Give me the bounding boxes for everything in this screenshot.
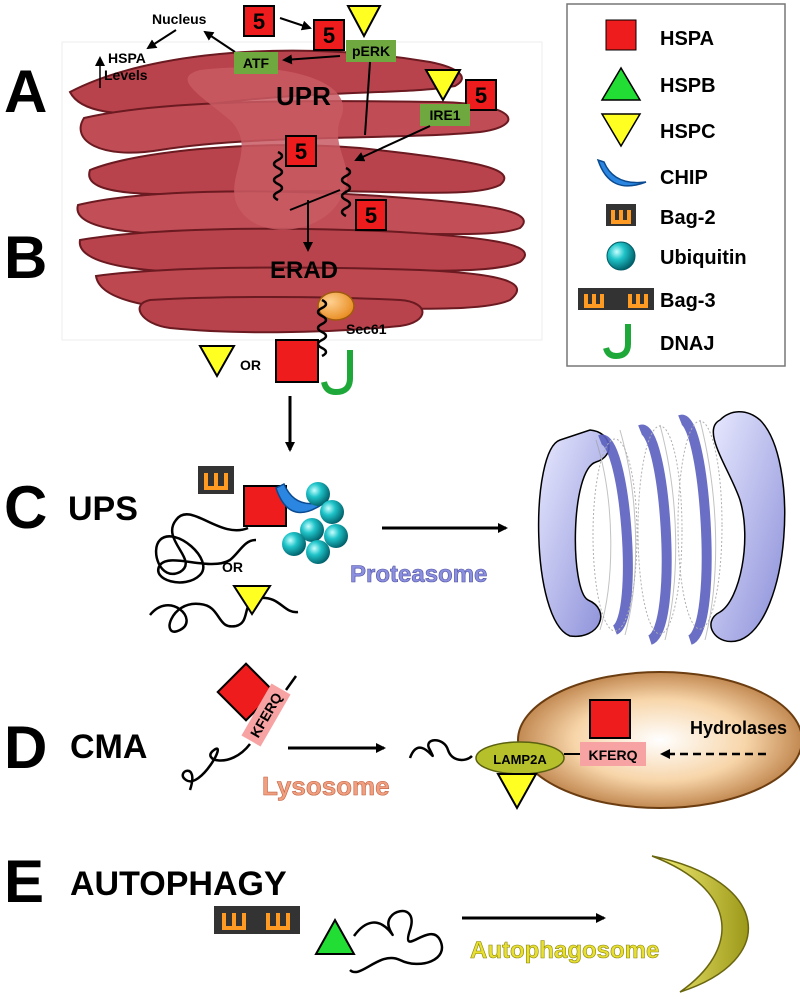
arrow-to-nucleus-2: [203, 30, 236, 53]
arrow-hspa-to-perk: [279, 17, 312, 31]
arrow-perk-to-atf: [282, 54, 341, 65]
legend-label-hspa: HSPA: [660, 28, 714, 50]
ire1-box: [420, 104, 470, 126]
hspa-badge-chain-1: 5: [285, 135, 317, 167]
svg-text:5: 5: [295, 139, 307, 164]
hspc-triangle-ups: [232, 585, 272, 616]
hspa-square-erad: [275, 339, 319, 383]
section-label-a: A: [4, 58, 47, 125]
section-label-d: D: [4, 714, 47, 781]
autophagy-label: AUTOPHAGY: [70, 865, 287, 903]
exported-chain: [316, 298, 328, 358]
erad-label: ERAD: [270, 257, 338, 284]
merge-line: [289, 189, 341, 211]
bag2-on-hspa: [198, 466, 234, 494]
svg-text:5: 5: [253, 9, 265, 34]
lysosome-label: Lysosome: [262, 771, 390, 801]
section-label-e: E: [4, 848, 44, 915]
section-label-b: B: [4, 224, 47, 291]
yellow-triangle-icon: [600, 113, 642, 148]
substrate-chain-ups-2: [149, 596, 299, 633]
hspa-badge-perk: 5: [313, 19, 345, 51]
proteasome-complex: [537, 411, 786, 645]
hspc-triangle-cma: [496, 773, 538, 811]
substrate-chain-ups-1: [154, 513, 257, 584]
nucleus-label: Nucleus: [152, 11, 207, 27]
upr-label: UPR: [276, 81, 331, 111]
ups-label: UPS: [68, 490, 138, 528]
section-label-c: C: [4, 474, 47, 541]
sec61-label: Sec61: [346, 321, 387, 337]
teal-sphere-icon: [606, 241, 636, 271]
green-j-icon: [603, 324, 631, 360]
ire1-label: IRE1: [429, 107, 460, 123]
proteasome-label: Proteasome: [350, 561, 487, 588]
perk-box: [346, 40, 396, 62]
hspa-levels-line2: Levels: [104, 67, 148, 83]
sec61-channel: [317, 291, 355, 321]
legend-label-hspb: HSPB: [660, 75, 716, 97]
legend-label-ubiquitin: Ubiquitin: [660, 247, 747, 269]
svg-text:5: 5: [365, 203, 377, 228]
legend-label-bag2: Bag-2: [660, 207, 716, 229]
bag3-on-substrate: [214, 906, 300, 934]
bag2-icon: [606, 204, 636, 226]
bag3-icon: [578, 288, 654, 310]
unfolded-chain-1: [272, 150, 284, 202]
substrate-chain-cma: [181, 675, 298, 791]
svg-text:5: 5: [475, 83, 487, 108]
atf-label: ATF: [243, 55, 270, 71]
svg-text:5: 5: [323, 23, 335, 48]
autophagosome-membrane: [651, 855, 750, 993]
green-triangle-icon: [600, 66, 642, 101]
unfolded-chain-2: [340, 166, 352, 218]
hspa-badge-ire1: 5: [465, 79, 497, 111]
kferq-box-cma: [241, 683, 291, 747]
hspc-triangle-erad: [198, 345, 236, 379]
hspa-levels-line1: HSPA: [108, 50, 146, 66]
substrate-chain-autophagy: [349, 910, 444, 974]
legend-label-chip: CHIP: [660, 167, 708, 189]
hspa-badge-chain-2: 5: [355, 199, 387, 231]
hydrolases-label: Hydrolases: [690, 718, 787, 738]
perk-line: [364, 61, 371, 136]
blue-crescent-icon: [596, 158, 647, 187]
ups-or-label: OR: [222, 559, 243, 575]
hspc-triangle-ire1: [424, 69, 462, 103]
legend-label-dnaj: DNAJ: [660, 333, 714, 355]
dnaj-j-erad: [321, 350, 353, 396]
legend-label-hspc: HSPC: [660, 121, 716, 143]
legend: HSPA HSPB HSPC CHIP Bag-2 Ubiquitin Bag-…: [566, 3, 786, 367]
red-square-icon: [605, 19, 637, 51]
kferq-label-lyso: KFERQ: [589, 747, 638, 763]
hspa-badge-top: 5: [243, 5, 275, 37]
hspa-square-lyso: [589, 699, 631, 739]
perk-label: pERK: [352, 43, 390, 59]
atf-box: [234, 52, 278, 74]
legend-label-bag3: Bag-3: [660, 290, 716, 312]
arrow-to-nucleus-1: [146, 29, 177, 50]
lysosome: [517, 671, 800, 809]
substrate-chain-lamp: [408, 739, 473, 762]
autophagosome-label: Autophagosome: [470, 937, 659, 964]
hspc-triangle-perk: [346, 5, 382, 39]
arrow-ire1-to-chain: [354, 125, 431, 162]
erad-or-label: OR: [240, 357, 261, 373]
hspb-triangle-autophagy: [314, 917, 356, 955]
kferq-box-lyso: [580, 742, 646, 766]
ubiquitin-chain: [282, 482, 348, 564]
cma-label: CMA: [70, 728, 147, 766]
lamp2a-label: LAMP2A: [493, 752, 547, 767]
